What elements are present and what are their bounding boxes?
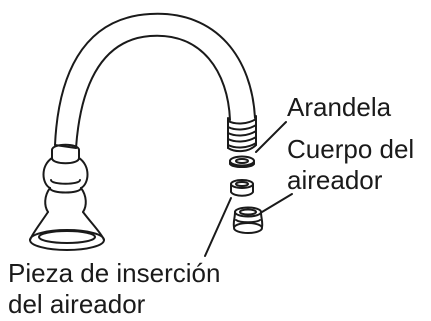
aerator-insert bbox=[230, 179, 254, 197]
spout-tube bbox=[54, 12, 256, 149]
leader-line-washer bbox=[255, 121, 287, 153]
label-washer: Arandela bbox=[287, 92, 391, 123]
spout-base bbox=[29, 143, 105, 251]
washer bbox=[229, 155, 255, 168]
label-aerator-insert-line2: del aireador bbox=[8, 289, 146, 319]
label-aerator-body-line2: aireador bbox=[287, 165, 383, 195]
aerator-body bbox=[232, 206, 264, 234]
label-washer-text: Arandela bbox=[287, 92, 392, 122]
label-aerator-body-line1: Cuerpo del bbox=[287, 134, 415, 164]
leader-line-aerator-body bbox=[261, 193, 293, 213]
label-aerator-insert: Pieza de inserción del aireador bbox=[8, 258, 220, 320]
label-aerator-insert-line1: Pieza de inserción bbox=[8, 258, 221, 288]
leader-line-aerator-insert bbox=[204, 197, 232, 257]
label-aerator-body: Cuerpo del aireador bbox=[287, 134, 414, 196]
spout-threaded-end bbox=[227, 115, 257, 153]
